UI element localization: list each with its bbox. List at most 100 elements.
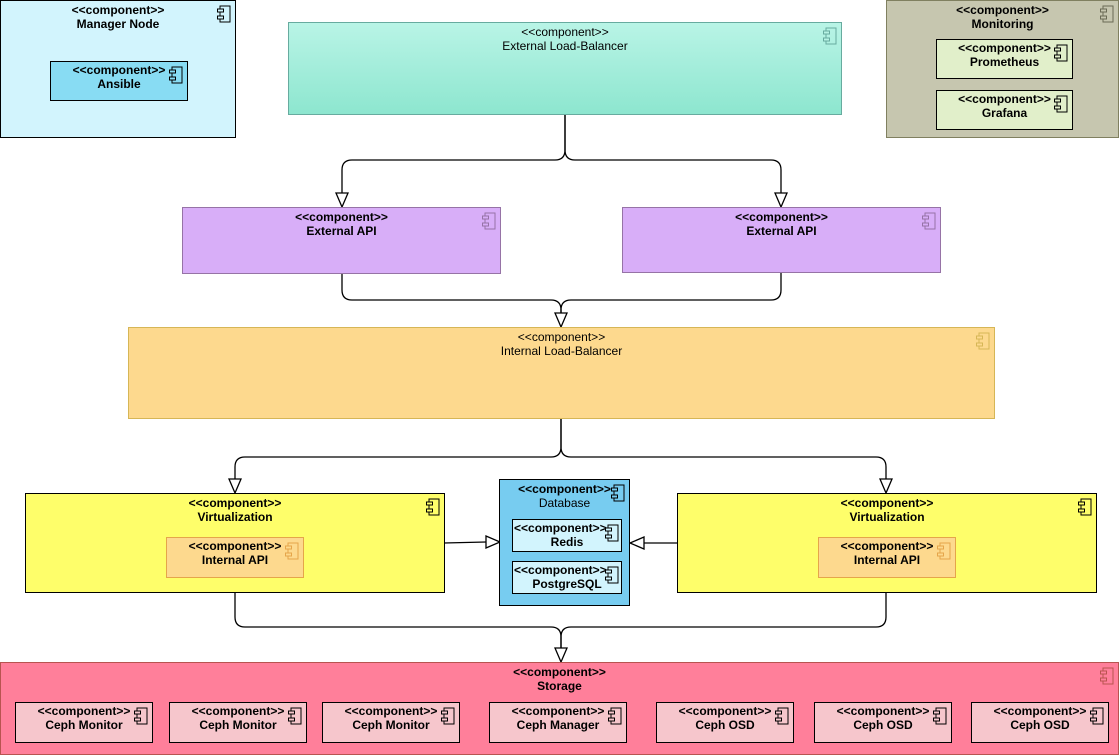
component-icon <box>134 707 148 725</box>
component-icon <box>1078 498 1092 516</box>
storage-item-label: Ceph Monitor <box>352 718 430 732</box>
ceph-monitor-3[interactable]: <<component>> Ceph Monitor <box>322 702 460 743</box>
manager-node-title: Manager Node <box>76 17 160 31</box>
component-icon <box>605 524 619 542</box>
stereotype-label: <<component>> <box>191 704 285 718</box>
component-icon <box>976 332 990 350</box>
component-icon <box>933 707 947 725</box>
stereotype-label: <<component>> <box>840 539 934 553</box>
prometheus-component[interactable]: <<component>> Prometheus <box>936 39 1073 79</box>
stereotype-label: <<component>> <box>735 210 828 224</box>
postgresql-label: PostgreSQL <box>532 577 602 591</box>
component-icon <box>1090 707 1104 725</box>
arrowhead-ilb <box>554 312 568 329</box>
stereotype-label: <<component>> <box>37 704 131 718</box>
external-api-title: External API <box>746 224 817 238</box>
internal-load-balancer[interactable]: <<component>> Internal Load-Balancer <box>128 327 995 419</box>
stereotype-label: <<component>> <box>517 330 606 344</box>
stereotype-label: <<component>> <box>956 3 1049 17</box>
grafana-label: Grafana <box>981 106 1028 120</box>
prometheus-label: Prometheus <box>969 55 1040 69</box>
database-node[interactable]: <<component>> Database <<component>> Red… <box>499 479 630 606</box>
storage-item-label: Ceph Monitor <box>199 718 277 732</box>
component-icon <box>285 542 299 560</box>
component-icon <box>441 707 455 725</box>
virtualization-left[interactable]: <<component>> Virtualization <<component… <box>25 493 445 593</box>
stereotype-label: <<component>> <box>295 210 388 224</box>
external-api-left[interactable]: <<component>> External API <box>182 207 501 274</box>
storage-item-label: Ceph Manager <box>516 718 600 732</box>
internal-api-label: Internal API <box>853 553 921 567</box>
ceph-monitor-2[interactable]: <<component>> Ceph Monitor <box>169 702 307 743</box>
arrowhead-api-left <box>335 192 349 209</box>
component-icon <box>288 707 302 725</box>
monitoring-title: Monitoring <box>971 17 1034 31</box>
stereotype-label: <<component>> <box>72 63 166 77</box>
edge-elb-to-api-right <box>564 115 782 193</box>
storage-node[interactable]: <<component>> Storage <<component>> Ceph… <box>0 662 1119 755</box>
stereotype-label: <<component>> <box>521 25 609 39</box>
arrowhead-virt-right <box>879 478 893 495</box>
ceph-monitor-1[interactable]: <<component>> Ceph Monitor <box>15 702 153 743</box>
ceph-manager[interactable]: <<component>> Ceph Manager <box>489 702 627 743</box>
edge-api-left-to-ilb <box>341 273 562 313</box>
stereotype-label: <<component>> <box>513 665 606 679</box>
storage-title: Storage <box>537 679 582 693</box>
component-icon <box>1100 667 1114 685</box>
component-icon <box>1054 95 1068 113</box>
component-icon <box>775 707 789 725</box>
monitoring-node[interactable]: <<component>> Monitoring <<component>> P… <box>886 0 1119 138</box>
component-icon <box>482 212 496 230</box>
component-icon <box>1100 5 1114 23</box>
storage-item-label: Ceph OSD <box>1010 718 1070 732</box>
component-icon <box>823 27 837 45</box>
external-api-right[interactable]: <<component>> External API <box>622 207 941 273</box>
ceph-osd-1[interactable]: <<component>> Ceph OSD <box>656 702 794 743</box>
internal-api-component[interactable]: <<component>> Internal API <box>818 537 956 578</box>
component-icon <box>1054 44 1068 62</box>
arrowhead-db-right <box>628 536 645 550</box>
edge-virt-left-to-db <box>443 541 487 544</box>
stereotype-label: <<component>> <box>71 3 165 17</box>
virtualization-title: Virtualization <box>849 510 925 524</box>
stereotype-label: <<component>> <box>188 496 282 510</box>
redis-component[interactable]: <<component>> Redis <box>512 519 622 552</box>
edge-ilb-to-virt-right <box>560 419 887 479</box>
stereotype-label: <<component>> <box>993 704 1087 718</box>
internal-lb-title: Internal Load-Balancer <box>500 344 623 358</box>
component-icon <box>937 542 951 560</box>
storage-item-label: Ceph OSD <box>853 718 913 732</box>
component-icon <box>922 212 936 230</box>
component-icon <box>426 498 440 516</box>
stereotype-label: <<component>> <box>188 539 282 553</box>
internal-api-label: Internal API <box>201 553 269 567</box>
database-title: Database <box>538 496 591 510</box>
stereotype-label: <<component>> <box>514 563 607 577</box>
virtualization-right[interactable]: <<component>> Virtualization <<component… <box>677 493 1097 593</box>
external-load-balancer[interactable]: <<component>> External Load-Balancer <box>288 22 842 115</box>
edge-ilb-to-virt-left <box>234 419 562 479</box>
postgresql-component[interactable]: <<component>> PostgreSQL <box>512 561 622 594</box>
storage-item-label: Ceph Monitor <box>45 718 123 732</box>
internal-api-component[interactable]: <<component>> Internal API <box>166 537 304 578</box>
stereotype-label: <<component>> <box>678 704 772 718</box>
ceph-osd-2[interactable]: <<component>> Ceph OSD <box>814 702 952 743</box>
storage-item-label: Ceph OSD <box>695 718 755 732</box>
stereotype-label: <<component>> <box>518 482 611 496</box>
component-icon <box>608 707 622 725</box>
stereotype-label: <<component>> <box>958 41 1051 55</box>
arrowhead-virt-left <box>228 478 242 495</box>
stereotype-label: <<component>> <box>514 521 607 535</box>
manager-node[interactable]: <<component>> Manager Node <<component>>… <box>0 0 236 138</box>
component-icon <box>217 5 231 23</box>
stereotype-label: <<component>> <box>344 704 438 718</box>
redis-label: Redis <box>550 535 584 549</box>
ansible-component[interactable]: <<component>> Ansible <box>50 61 188 101</box>
arrowhead-api-right <box>774 192 788 209</box>
external-lb-title: External Load-Balancer <box>502 39 628 53</box>
stereotype-label: <<component>> <box>511 704 605 718</box>
external-api-title: External API <box>306 224 377 238</box>
component-icon <box>605 566 619 584</box>
grafana-component[interactable]: <<component>> Grafana <box>936 90 1073 130</box>
ceph-osd-3[interactable]: <<component>> Ceph OSD <box>971 702 1109 743</box>
